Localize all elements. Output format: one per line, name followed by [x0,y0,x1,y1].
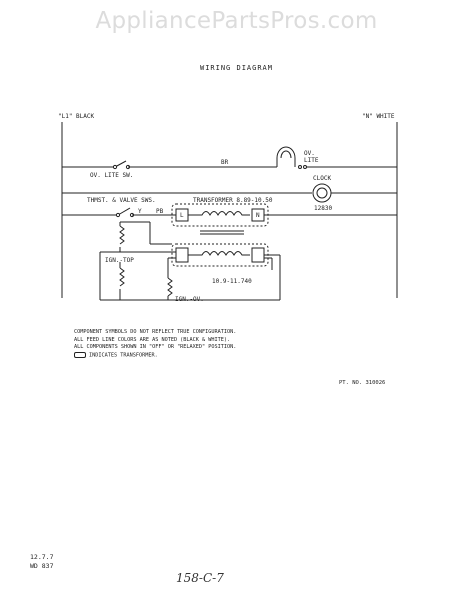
range-label: 10.9-11.740 [212,278,252,285]
ign-ov-label: IGN.-OV. [175,296,204,303]
watermark: AppliancePartsPros.com [95,8,378,34]
note-line: COMPONENT SYMBOLS DO NOT REFLECT TRUE CO… [74,329,237,335]
y-label: Y [138,208,142,215]
n-terminal-label: N [256,212,260,219]
n-label: "N" WHITE [362,113,395,120]
ov-lite-label: OV. [304,150,315,157]
footer-line: 12.7.7 [30,553,54,561]
part-number: PT. NO. 310026 [339,380,386,386]
l-terminal-label: L [180,212,184,219]
transformer-legend-icon [74,351,86,358]
notes: COMPONENT SYMBOLS DO NOT REFLECT TRUE CO… [74,329,236,360]
clock-part-label: 12830 [314,205,332,212]
br-label: BR [221,159,229,166]
note-line: ALL COMPONENTS SHOWN IN "OFF" OR "RELAXE… [74,344,237,351]
footer-code: 12.7.7 WD 837 [30,553,53,571]
note-line: ALL FEED LINE COLORS ARE AS NOTED (BLACK… [74,336,231,343]
footer-line: WD 837 [30,562,54,570]
transformer-box [171,203,269,227]
note-line-legend: INDICATES TRANSFORMER. [74,351,236,360]
pb-label: PB [156,208,164,215]
diagram-title: WIRING DIAGRAM [199,64,273,72]
transformer-label: TRANSFORMER 8.89-10.50 [193,197,273,204]
handwritten-note: 158-C-7 [176,571,224,585]
l1-label: "L1" BLACK [58,113,95,120]
thmst-label: THMST. & VALVE SWS. [87,197,156,204]
clock-label: CLOCK [313,175,331,182]
ov-lite-label-2: LITE [304,157,319,164]
ov-lite-sw-label: OV. LITE SW. [90,172,133,179]
ign-top-label: IGN.-TOP [105,257,134,264]
note-line: INDICATES TRANSFORMER. [89,352,158,359]
